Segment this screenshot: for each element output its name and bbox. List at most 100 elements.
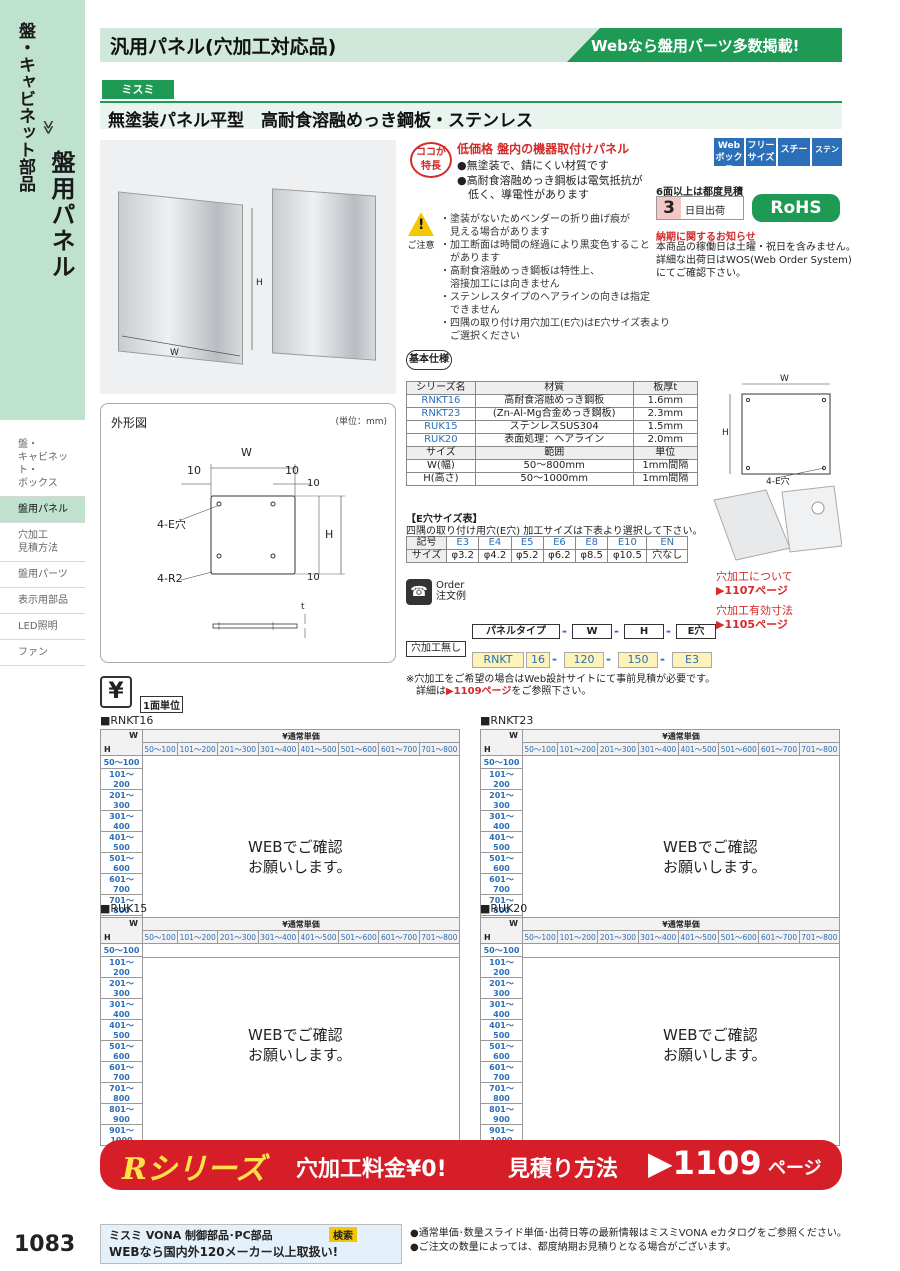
diagram-h-label: H <box>722 428 729 438</box>
ehole-code[interactable]: EN <box>646 536 688 550</box>
caution-line: があります <box>440 253 500 264</box>
price-w-range: 401～500 <box>297 930 340 944</box>
ehole-code[interactable]: E8 <box>575 536 609 550</box>
footer-vona: ミスミ VONA 制御部品･PC部品 <box>109 1229 273 1242</box>
web-banner[interactable]: Webなら盤用パーツ多数掲載! <box>567 28 842 62</box>
order-dash: - <box>606 652 611 666</box>
price-h-range: 201～300 <box>480 789 523 811</box>
ehole-code[interactable]: E6 <box>542 536 577 550</box>
size-header: サイズ <box>406 446 476 460</box>
price-w-label: W <box>129 731 138 740</box>
outline-drawing: 外形図 (単位：mm) W 10 10 10 H 10 4-E穴 4-R2 t <box>100 403 396 663</box>
price-h-range: 301～400 <box>100 998 143 1020</box>
price-h-range: 101～200 <box>100 956 143 978</box>
price-h-label: H <box>484 745 491 754</box>
ehole-description: 四隅の取り付け用穴(E穴) 加工サイズは下表より選択して下さい。 <box>406 526 703 537</box>
promo-banner[interactable]: Rシリーズ 穴加工料金¥0! 見積り方法 ▶1109 ページ <box>100 1140 842 1190</box>
product-photo: W H <box>100 140 396 394</box>
price-h-range: 201～300 <box>100 977 143 999</box>
ehole-code[interactable]: E10 <box>607 536 648 550</box>
banner-series: Rシリーズ <box>122 1152 266 1187</box>
page-link-1109[interactable]: ▶1109ページ <box>446 686 512 697</box>
price-w-range: 50～100 <box>141 930 179 944</box>
size-label: H(高さ) <box>406 472 476 486</box>
banner-estimate: 見積り方法 <box>508 1157 619 1182</box>
price-message: WEBでご確認 <box>248 1025 343 1044</box>
ref-link-1107[interactable]: ▶1107ページ <box>716 584 788 597</box>
sidebar: 盤・キャビネット部品 ≫ 盤用パネル 盤・ キャビネット・ ボックス 盤用パネル… <box>0 0 85 1271</box>
size-range: 50～800mm <box>474 459 634 473</box>
sidebar-category: 盤・キャビネット部品 <box>15 22 35 192</box>
spec-series[interactable]: RNKT16 <box>406 394 476 408</box>
caution-line: ・塗装がないためベンダーの折り曲げ痕が <box>440 214 630 225</box>
price-h-range: 701～800 <box>480 1082 523 1104</box>
search-button[interactable]: 検索 <box>329 1227 357 1242</box>
price-h-range: 50～100 <box>100 943 143 957</box>
sidebar-item-fan[interactable]: ファン <box>0 640 85 666</box>
price-h-range: 501～600 <box>100 1040 143 1062</box>
price-w-label: W <box>509 919 518 928</box>
ehole-code[interactable]: E5 <box>510 536 544 550</box>
price-w-range: 601～700 <box>378 742 420 756</box>
sidebar-item-parts[interactable]: 盤用パーツ <box>0 562 85 588</box>
sidebar-item-panel[interactable]: 盤用パネル <box>0 497 85 523</box>
spec-thickness: 2.3mm <box>632 407 699 421</box>
caution-line: 見える場合があります <box>440 227 550 238</box>
sidebar-category-header: 盤・キャビネット部品 ≫ 盤用パネル <box>0 0 85 420</box>
price-table-name: ■RNKT23 <box>480 714 534 727</box>
spec-series[interactable]: RNKT23 <box>406 407 476 421</box>
shipping-days: 3 日目出荷 <box>656 196 744 220</box>
ehole-size: φ5.2 <box>510 549 544 563</box>
ref-link-1105[interactable]: ▶1105ページ <box>716 618 788 631</box>
brand-badge: ミスミ <box>102 80 174 99</box>
spec-series[interactable]: RUK20 <box>406 433 476 447</box>
sidebar-item-led[interactable]: LED照明 <box>0 614 85 640</box>
sidebar-item-display[interactable]: 表示用部品 <box>0 588 85 614</box>
ehole-code[interactable]: E3 <box>446 536 480 550</box>
price-h-range: 50～100 <box>480 943 523 957</box>
outline-ten-right: 10 <box>285 464 299 477</box>
banner-page-link[interactable]: ▶1109 <box>648 1144 762 1182</box>
outline-ten-left: 10 <box>187 464 201 477</box>
ehole-size: φ10.5 <box>607 549 648 563</box>
feature-line: ●高耐食溶融めっき鋼板は電気抵抗が <box>457 174 643 187</box>
price-w-range: 701～800 <box>798 930 841 944</box>
sidebar-item-hole-estimate[interactable]: 穴加工 見積方法 <box>0 523 85 562</box>
price-w-range: 501～600 <box>338 742 380 756</box>
ehole-code[interactable]: E4 <box>478 536 512 550</box>
price-table-name: ■RNKT16 <box>100 714 154 727</box>
price-w-range: 701～800 <box>418 930 461 944</box>
caution-line: できません <box>440 305 500 316</box>
price-w-range: 401～500 <box>677 742 720 756</box>
delivery-line: 詳細な出荷日はWOS(Web Order System) <box>656 255 852 266</box>
spec-header: 材質 <box>474 381 634 395</box>
spec-series[interactable]: RUK15 <box>406 420 476 434</box>
price-h-range: 601～700 <box>100 1061 143 1083</box>
spec-header: シリーズ名 <box>406 381 476 395</box>
ehole-size: φ3.2 <box>446 549 480 563</box>
caution-line: ・加工断面は時間の経過により黒変色すること <box>440 240 650 251</box>
banner-free-hole: 穴加工料金¥0! <box>296 1157 447 1182</box>
ref-effective-title: 穴加工有効寸法 <box>716 604 793 617</box>
page-number: 1083 <box>14 1232 76 1257</box>
chevron-icon: ≫ <box>40 120 56 135</box>
outline-unit: (単位：mm) <box>335 417 387 427</box>
order-dash: - <box>666 624 671 638</box>
price-h-range: 701～800 <box>100 1082 143 1104</box>
banner-page-label: ページ <box>768 1158 822 1179</box>
price-table-name: ■RUK15 <box>100 902 148 915</box>
price-w-range: 201～300 <box>217 930 259 944</box>
diagram-w-label: W <box>780 374 789 384</box>
price-w-range: 50～100 <box>521 930 559 944</box>
price-w-range: 201～300 <box>597 742 639 756</box>
sidebar-item-cabinet[interactable]: 盤・ キャビネット・ ボックス <box>0 432 85 497</box>
price-w-range: 701～800 <box>798 742 841 756</box>
